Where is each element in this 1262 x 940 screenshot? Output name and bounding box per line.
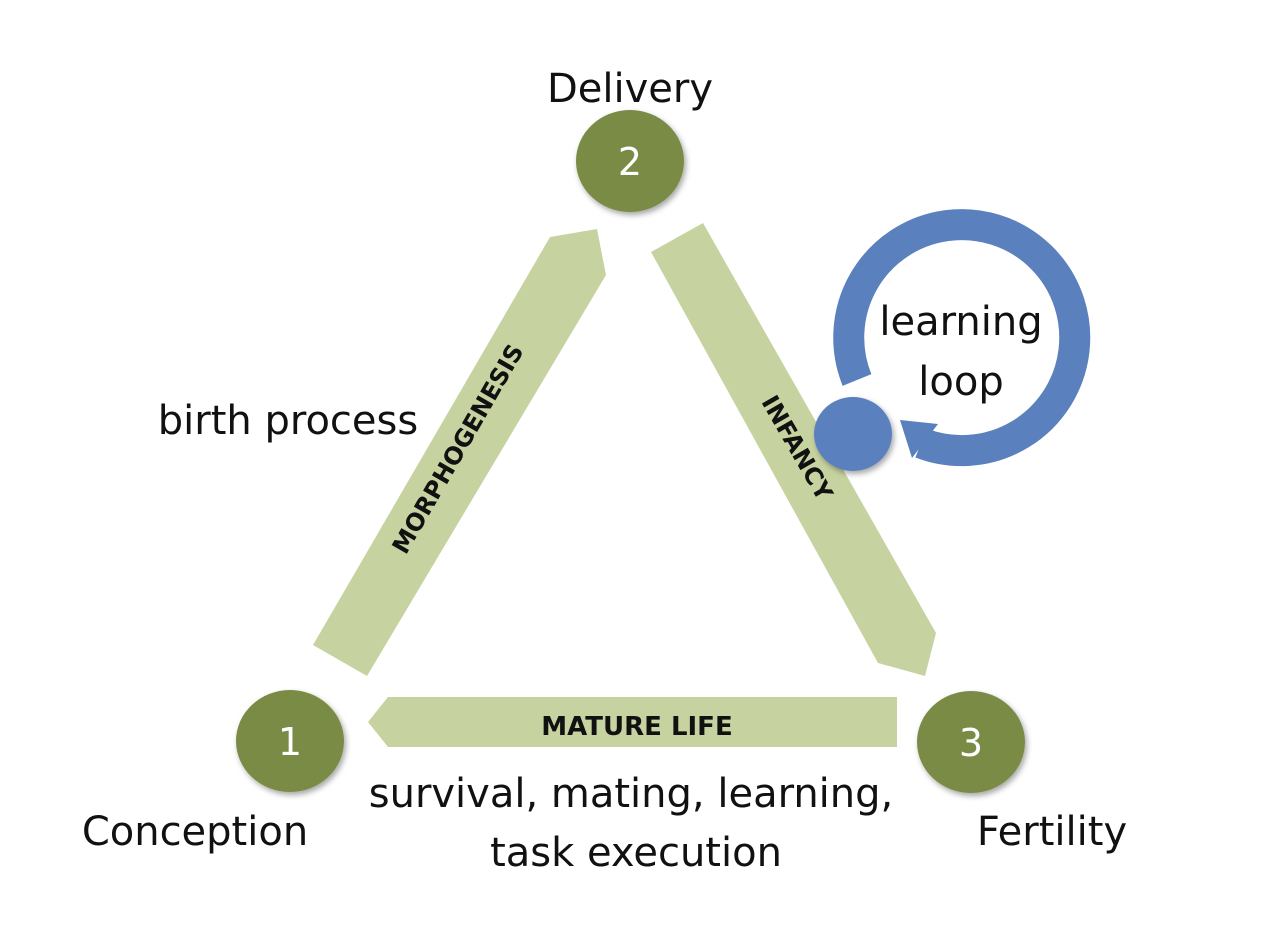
morphogenesis-label: MORPHOGENESIS [387, 339, 530, 558]
node-2-number: 2 [618, 140, 642, 184]
node-1-circle [236, 690, 344, 792]
node-3-number: 3 [959, 721, 983, 765]
infancy-arrow [651, 223, 936, 676]
mature-life-description-line1: survival, mating, learning, [369, 771, 894, 817]
birth-process-label: birth process [158, 398, 418, 444]
node-3-label: Fertility [977, 809, 1127, 855]
mature-life-arrow [368, 697, 897, 747]
node-1: 1 [236, 690, 344, 792]
node-1-number: 1 [278, 720, 302, 764]
mature-life-label: MATURE LIFE [541, 712, 732, 742]
mature-life-description-line2: task execution [490, 830, 782, 876]
node-3-circle [917, 691, 1025, 793]
node-3: 3 [917, 691, 1025, 793]
node-2-circle [576, 110, 684, 212]
learning-loop-label-line2: loop [918, 359, 1003, 405]
node-2-label: Delivery [547, 66, 713, 112]
node-2: 2 [576, 110, 684, 212]
node-1-label: Conception [82, 809, 308, 855]
learning-loop-dot [814, 397, 892, 471]
learning-loop-arrowhead [900, 420, 938, 458]
morphogenesis-arrow [313, 229, 606, 676]
learning-loop-ring [833, 209, 1091, 467]
learning-loop-label-line1: learning [879, 299, 1042, 345]
